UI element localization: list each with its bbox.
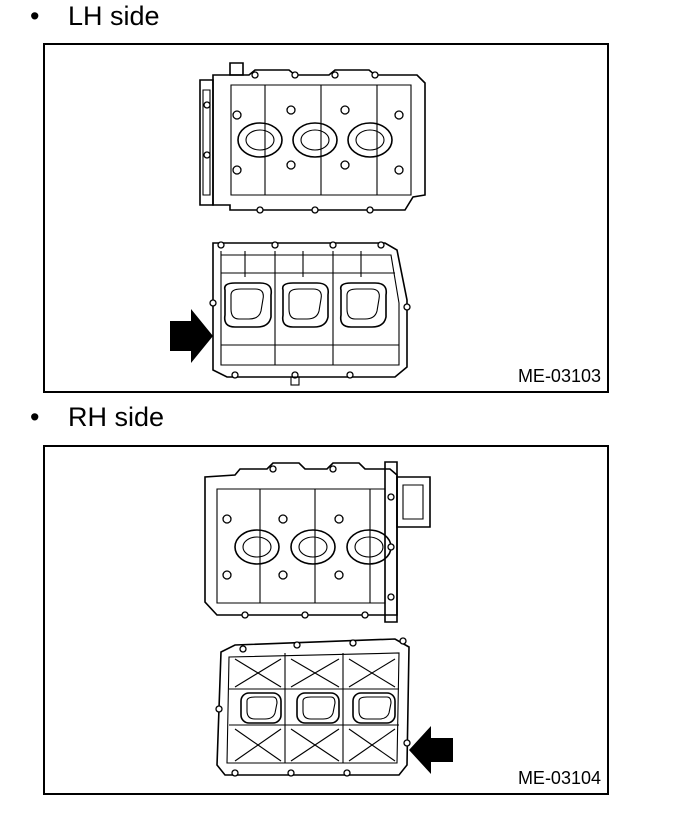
rh-side-figure: ME-03104 xyxy=(43,445,609,795)
rh-side-title: RH side xyxy=(68,402,165,432)
lh-side-title: LH side xyxy=(68,1,160,31)
lh-side-heading: • LH side xyxy=(30,0,160,32)
rh-upper-cylinder-head xyxy=(204,461,431,623)
lh-arrow-icon xyxy=(170,309,213,363)
lh-lower-cylinder-head xyxy=(209,241,411,386)
rh-lower-cylinder-head xyxy=(215,637,411,777)
lh-upper-cylinder-head xyxy=(199,62,426,214)
rh-cylinder-head-drawing xyxy=(204,461,453,777)
rh-reference-code: ME-03104 xyxy=(517,768,601,788)
bullet-icon: • xyxy=(30,1,40,31)
lh-side-figure: ME-03103 xyxy=(43,43,609,393)
rh-arrow-icon xyxy=(409,726,453,774)
rh-side-heading: • RH side xyxy=(30,401,164,433)
bullet-icon: • xyxy=(30,402,40,432)
lh-reference-code: ME-03103 xyxy=(517,366,601,386)
lh-cylinder-head-drawing xyxy=(170,62,426,386)
